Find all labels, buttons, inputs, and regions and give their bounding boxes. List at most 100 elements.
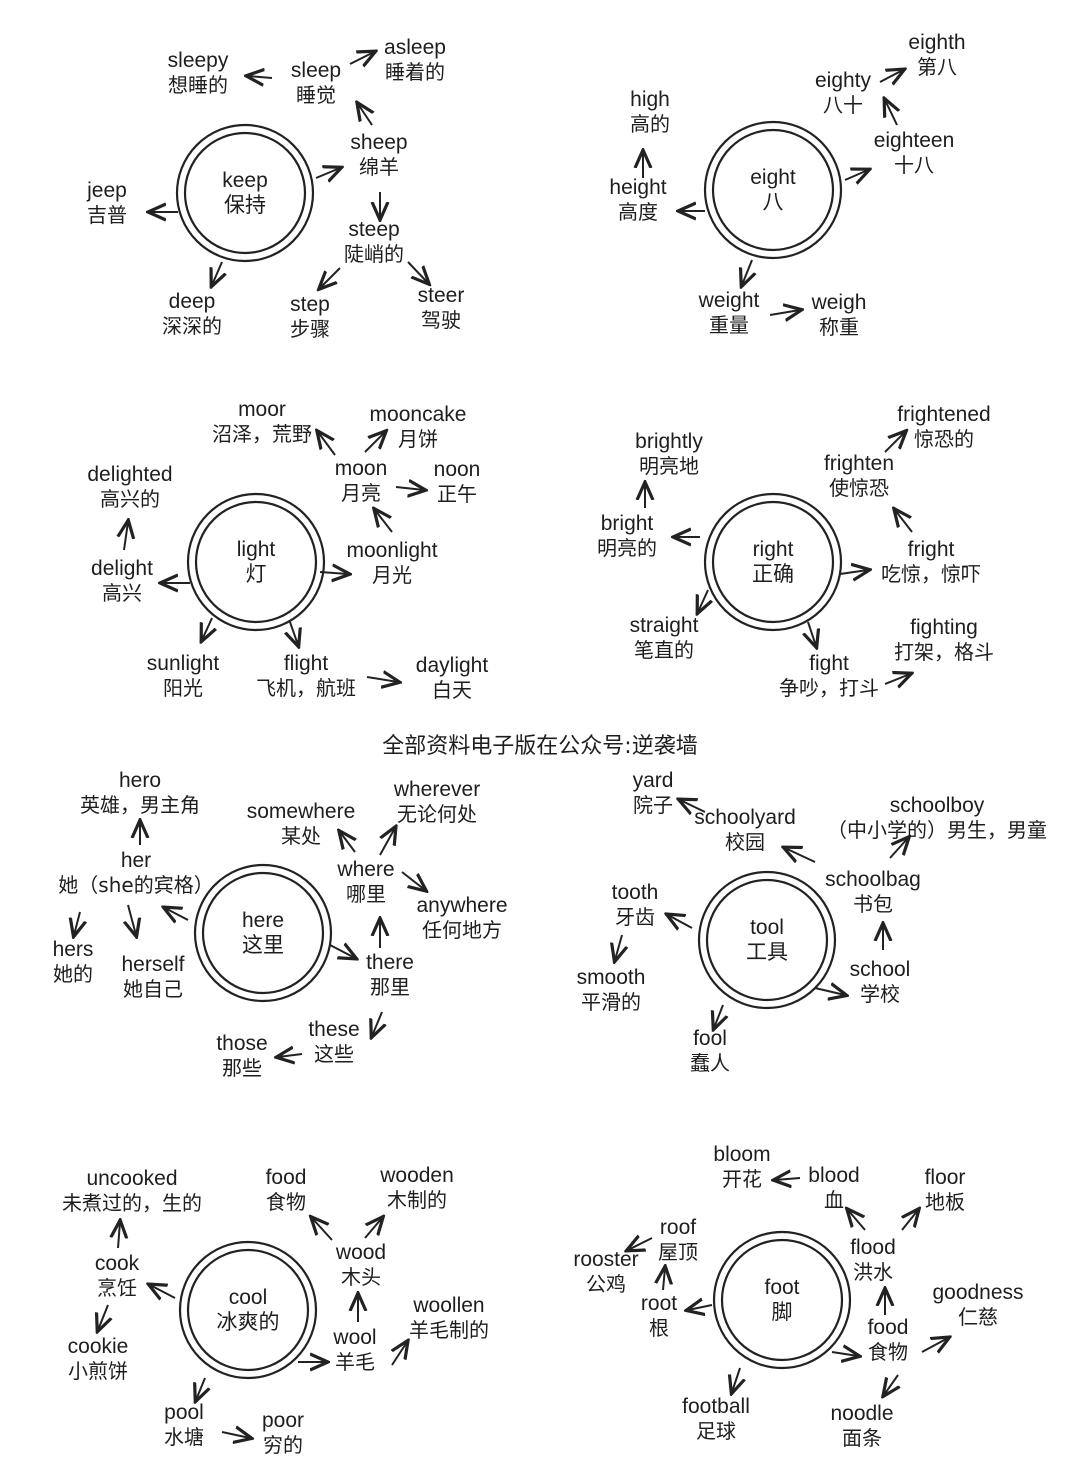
derived-word-chinese: 白天 [431, 678, 472, 702]
arrow [320, 267, 341, 288]
derived-word-english: flight [283, 652, 329, 675]
derived-word-english: cookie [67, 1335, 129, 1358]
derived-word-english: goodness [932, 1281, 1024, 1304]
derived-word-chinese: 使惊恐 [828, 476, 889, 500]
derived-word-chinese: 步骤 [290, 317, 330, 341]
arrow [808, 621, 816, 646]
arrow [98, 1304, 108, 1330]
derived-word-english: weight [698, 289, 760, 312]
derived-word-english: daylight [415, 654, 489, 677]
arrow [769, 310, 800, 315]
derived-word-english: weigh [811, 291, 867, 314]
derived-word-chinese: 高兴的 [100, 487, 160, 511]
arrow [732, 1367, 740, 1392]
arrow [698, 589, 708, 612]
derived-word-english: smooth [576, 966, 646, 989]
derived-word-chinese: 想睡的 [167, 73, 228, 97]
derived-word-english: wooden [380, 1164, 454, 1187]
arrow [221, 1432, 250, 1438]
derived-word-english: sleep [290, 59, 342, 82]
root-word-circle [186, 492, 326, 632]
derived-word-chinese: 校园 [725, 830, 765, 854]
arrow [615, 934, 622, 960]
derived-word-chinese: 根 [649, 1316, 669, 1340]
derived-word-chinese: 书包 [853, 892, 893, 916]
derived-word-chinese: 飞机，航班 [256, 676, 356, 700]
arrow [742, 259, 752, 285]
derived-word-english: mooncake [369, 403, 467, 426]
root-word-chinese: 工具 [746, 940, 788, 964]
derived-word-chinese: 称重 [819, 315, 859, 339]
derived-word-chinese: 阳光 [162, 676, 203, 700]
derived-word-chinese: 深深的 [162, 314, 222, 338]
derived-word-english: football [682, 1395, 750, 1418]
derived-word-chinese: 牙齿 [615, 905, 655, 929]
root-word-circle [703, 120, 843, 260]
arrow [196, 1377, 205, 1400]
root-word-circle [193, 863, 333, 1003]
derived-word-english: these [308, 1018, 360, 1041]
root-word-chinese: 保持 [223, 193, 266, 217]
arrow [628, 1238, 653, 1250]
arrow [688, 1305, 713, 1310]
arrow [366, 677, 398, 682]
derived-word-english: where [337, 858, 395, 881]
derived-word-chinese: 沼泽，荒野 [212, 422, 312, 446]
arrow [349, 52, 374, 64]
derived-word-english: fight [809, 652, 849, 675]
derived-word-chinese: 食物 [868, 1340, 908, 1364]
derived-word-english: high [630, 88, 670, 111]
derived-word-english: asleep [384, 36, 446, 59]
arrow [668, 915, 693, 928]
root-word-chinese: 灯 [245, 562, 267, 586]
derived-word-english: hero [118, 769, 162, 792]
arrow [74, 911, 80, 935]
arrow [358, 104, 372, 126]
derived-word-chinese: 洪水 [852, 1260, 893, 1284]
root-word-english: eight [750, 166, 796, 189]
arrow [202, 617, 212, 640]
derived-word-english: sleepy [167, 49, 229, 72]
derived-word-english: schoolyard [694, 806, 796, 829]
derived-word-english: hers [52, 938, 94, 961]
arrow [379, 828, 395, 856]
derived-word-english: noodle [830, 1402, 894, 1425]
arrow [340, 832, 355, 853]
derived-word-chinese: 小煎饼 [67, 1359, 128, 1383]
derived-word-english: roof [659, 1216, 697, 1239]
derived-word-chinese: 十八 [893, 153, 934, 177]
derived-word-chinese: 睡觉 [295, 83, 336, 107]
arrow [775, 1178, 801, 1180]
derived-word-english: anywhere [416, 894, 508, 917]
arrow [318, 432, 336, 456]
root-word-english: here [241, 909, 285, 932]
derived-word-english: rooster [573, 1248, 639, 1271]
derived-word-english: herself [121, 953, 185, 976]
